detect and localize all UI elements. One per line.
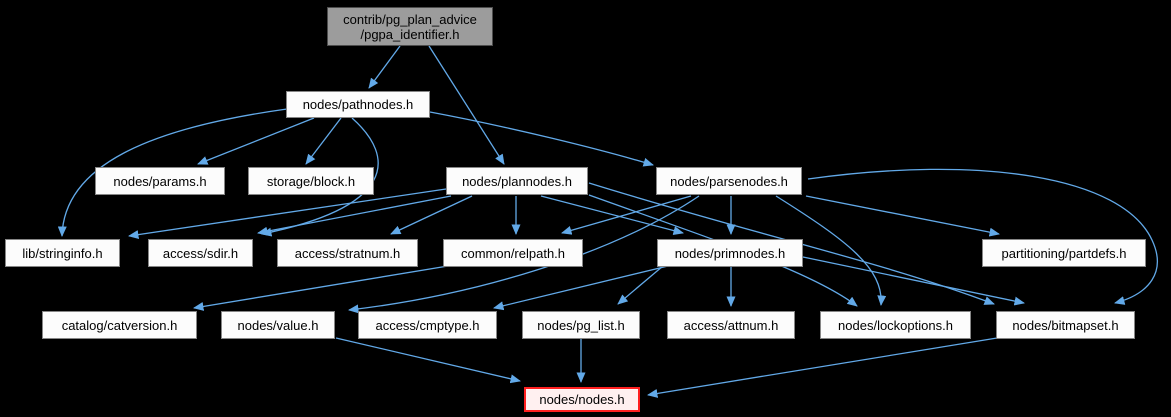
edge-pathnodes-to-block	[305, 117, 342, 165]
node-partdefs[interactable]: partitioning/partdefs.h	[982, 239, 1146, 267]
edge-primnodes-to-bitmapset	[802, 256, 1025, 306]
node-params[interactable]: nodes/params.h	[95, 167, 225, 195]
edge-parsenodes-to-value	[348, 195, 700, 314]
node-label: access/stratnum.h	[294, 245, 401, 261]
node-attnum[interactable]: access/attnum.h	[667, 311, 795, 339]
node-label: nodes/primnodes.h	[674, 245, 786, 261]
edge-plannodes-to-stratnum	[390, 195, 473, 235]
node-label: nodes/pg_list.h	[537, 317, 625, 333]
edge-plannodes-to-sdir	[257, 195, 452, 236]
node-label: nodes/nodes.h	[539, 392, 625, 407]
node-value[interactable]: nodes/value.h	[221, 311, 335, 339]
edge-value-to-nodes_h	[335, 337, 521, 384]
node-label: nodes/pathnodes.h	[302, 97, 414, 112]
node-label: access/attnum.h	[683, 317, 779, 333]
node-label: common/relpath.h	[460, 245, 566, 261]
edge-parsenodes-to-partdefs	[805, 195, 1000, 237]
node-label: nodes/value.h	[237, 317, 319, 333]
edge-parsenodes-to-relpath	[561, 195, 692, 235]
node-bitmapset[interactable]: nodes/bitmapset.h	[996, 311, 1135, 339]
node-relpath[interactable]: common/relpath.h	[443, 239, 583, 267]
edge-primnodes-to-pg_list	[617, 265, 664, 305]
edge-relpath-to-catversion	[193, 265, 449, 311]
node-block[interactable]: storage/block.h	[248, 167, 374, 195]
edge-pathnodes-to-parsenodes	[429, 111, 654, 167]
node-nodes_h[interactable]: nodes/nodes.h	[524, 387, 640, 412]
node-sdir[interactable]: access/sdir.h	[148, 239, 253, 267]
edge-bitmapset-to-nodes_h	[647, 337, 998, 398]
edge-pgpa-to-plannodes	[428, 45, 505, 165]
node-label: access/cmptype.h	[375, 317, 480, 333]
node-pgpa: contrib/pg_plan_advice /pgpa_identifier.…	[327, 7, 493, 46]
node-primnodes[interactable]: nodes/primnodes.h	[657, 239, 803, 267]
node-label: nodes/plannodes.h	[462, 173, 572, 189]
node-label: nodes/params.h	[113, 173, 207, 189]
node-pg_list[interactable]: nodes/pg_list.h	[522, 311, 640, 339]
node-label: catalog/catversion.h	[61, 317, 178, 333]
node-label: nodes/parsenodes.h	[670, 173, 788, 189]
node-label: storage/block.h	[266, 173, 356, 189]
node-lockoptions[interactable]: nodes/lockoptions.h	[820, 311, 971, 339]
edge-primnodes-to-cmptype	[493, 265, 669, 311]
node-plannodes[interactable]: nodes/plannodes.h	[446, 167, 588, 195]
node-pathnodes[interactable]: nodes/pathnodes.h	[286, 91, 430, 118]
node-stratnum[interactable]: access/stratnum.h	[277, 239, 418, 267]
edge-plannodes-to-stringinfo	[128, 188, 447, 240]
edge-pathnodes-to-stringinfo	[57, 108, 288, 237]
node-parsenodes[interactable]: nodes/parsenodes.h	[656, 167, 802, 195]
node-label: access/sdir.h	[162, 245, 239, 261]
node-catversion[interactable]: catalog/catversion.h	[42, 311, 197, 339]
edge-parsenodes-to-bitmapset	[807, 168, 1158, 305]
edge-plannodes-to-primnodes	[540, 195, 684, 235]
node-label: partitioning/partdefs.h	[1001, 245, 1127, 261]
node-stringinfo[interactable]: lib/stringinfo.h	[5, 239, 120, 267]
node-label: lib/stringinfo.h	[22, 245, 103, 261]
node-label: nodes/bitmapset.h	[1012, 317, 1119, 333]
node-label: nodes/lockoptions.h	[838, 317, 953, 333]
edge-pgpa-to-pathnodes	[368, 45, 401, 89]
edge-parsenodes-to-lockoptions	[775, 195, 887, 306]
node-label: contrib/pg_plan_advice /pgpa_identifier.…	[343, 11, 477, 42]
edge-pathnodes-to-params	[197, 117, 315, 165]
node-cmptype[interactable]: access/cmptype.h	[358, 311, 497, 339]
